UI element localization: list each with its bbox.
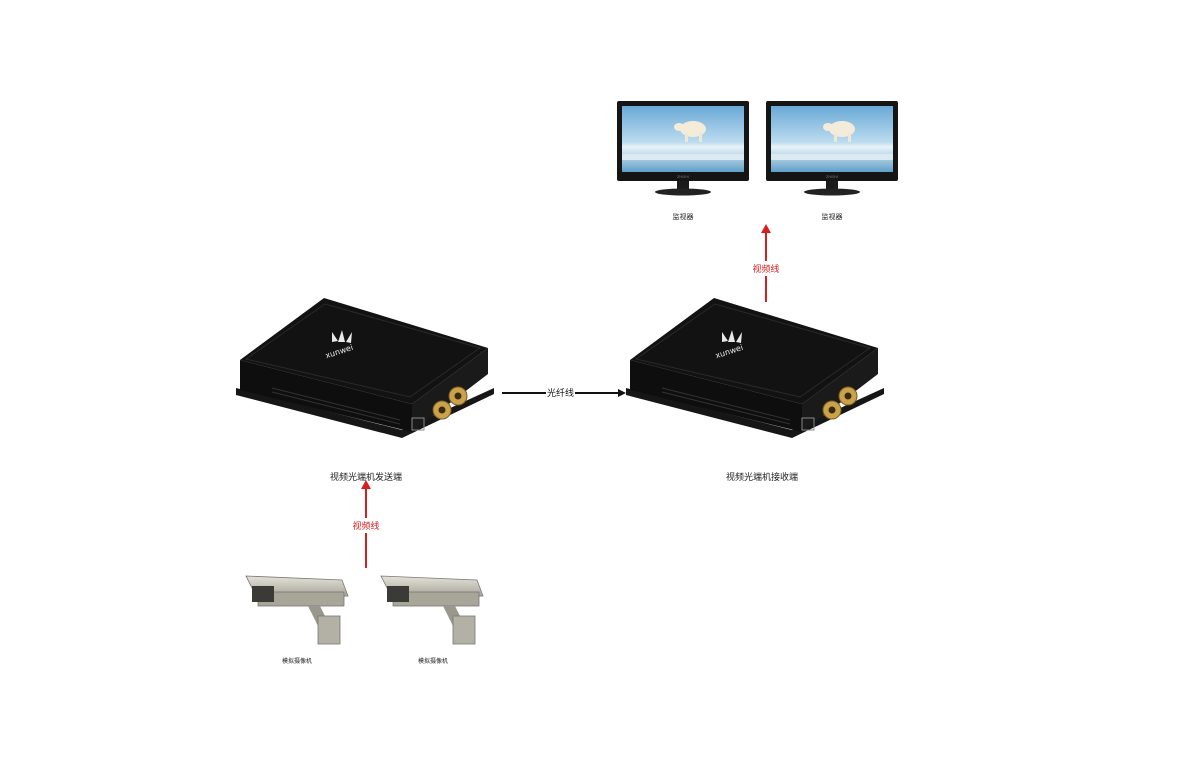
- fiber-arrow-head: [618, 389, 626, 397]
- receiver-label: 视频光端机接收端: [725, 473, 799, 483]
- camera-2-icon: [380, 575, 484, 645]
- monitor-1-label: 监视器: [672, 213, 694, 221]
- monitor-2-label: 监视器: [821, 213, 843, 221]
- receiver-device: xunwei: [626, 298, 884, 438]
- fiber-link-label: 光纤线: [546, 386, 576, 399]
- video-link-top-label: 视频线: [752, 261, 780, 276]
- camera-1-label: 模拟摄像机: [281, 658, 313, 665]
- bnc-connector-icon: [822, 386, 858, 420]
- polar-bear-image: [823, 121, 855, 142]
- camera-2-label: 模拟摄像机: [417, 658, 449, 665]
- camera-1-icon: [245, 575, 349, 645]
- monitor-2-brand: ZHISHI: [826, 175, 838, 179]
- cameras-group: [245, 575, 484, 645]
- monitor-1-brand: ZHISHI: [677, 175, 689, 179]
- transmitter-label: 视频光端机发送端: [329, 473, 403, 483]
- monitor-1: ZHISHI: [617, 101, 749, 196]
- monitor-2: ZHISHI: [766, 101, 898, 196]
- video-arrow-bottom-head: [361, 480, 371, 489]
- video-link-bottom-label: 视频线: [352, 518, 380, 533]
- bnc-connector-icon: [432, 386, 468, 420]
- polar-bear-image: [674, 121, 706, 142]
- transmitter-device: xunwei: [236, 298, 494, 438]
- monitors-group: ZHISHI ZHISHI: [617, 101, 898, 196]
- video-arrow-top-head: [761, 224, 771, 233]
